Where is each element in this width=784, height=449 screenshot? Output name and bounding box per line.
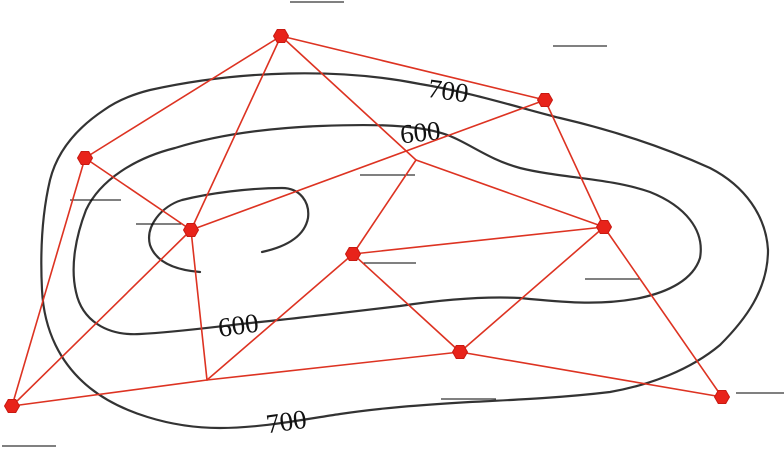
edge-i-k (459, 351, 723, 398)
edge-e-i (459, 226, 605, 353)
edge-j-h (11, 379, 208, 407)
edge-d-j (190, 229, 208, 381)
edge-b-e (544, 99, 605, 228)
contour-inner (72, 123, 702, 336)
edge-c-h (11, 157, 86, 407)
edge-g-j (206, 253, 354, 381)
stations (3, 29, 731, 413)
edge-a-f (280, 35, 417, 161)
contour-label-outer-bottom: 700 (264, 404, 308, 439)
station-icon-bottom-left (3, 399, 21, 413)
station-icon-bottom-right (713, 390, 731, 404)
edge-d-h (11, 229, 192, 407)
station-icon-top-right (536, 93, 554, 107)
edge-a-c (84, 35, 282, 159)
contour-hill-spiral (148, 186, 310, 274)
contour-labels: 700 600 600 700 (216, 73, 470, 439)
network-edges (11, 35, 723, 407)
station-icon-left-center (182, 223, 200, 237)
edge-e-k (603, 226, 723, 398)
edge-a-d (190, 35, 282, 231)
station-icon-bottom-center (451, 345, 469, 359)
contour-label-outer-top: 700 (426, 73, 470, 108)
station-icon-center (344, 247, 362, 261)
edge-g-i (352, 253, 461, 353)
edge-d-b (190, 99, 546, 231)
station-icon-top (272, 29, 290, 43)
edge-i-j (206, 351, 461, 381)
station-icon-right (595, 220, 613, 234)
edge-g-e (352, 226, 605, 255)
contour-label-inner-bottom: 600 (216, 308, 260, 343)
edge-c-d (84, 157, 192, 231)
edge-f-g (352, 159, 417, 255)
contour-label-inner-top: 600 (399, 115, 442, 149)
station-icon-left (76, 151, 94, 165)
edge-a-b (280, 35, 546, 101)
edge-f-e (415, 159, 605, 228)
